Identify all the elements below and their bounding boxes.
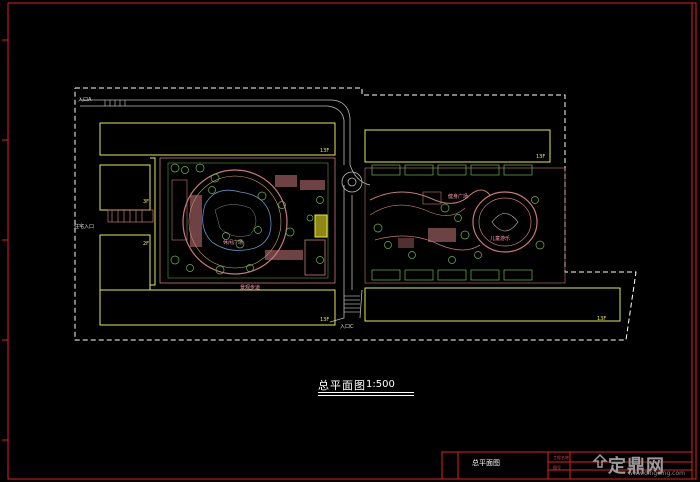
label-floor-13f-a: 13F: [320, 148, 330, 154]
drawing-scale: 1:500: [366, 379, 395, 390]
building-west-bottom: [99, 234, 151, 291]
title-block-drawing-name: 总平面图: [472, 459, 500, 467]
label-floor-13f-b: 13F: [320, 317, 330, 323]
left-margin-ticks: [2, 39, 8, 441]
label-floor-13f-d: 13F: [597, 316, 607, 322]
watermark-logo: 定鼎网: [608, 456, 665, 477]
label-floor-13f-c: 13F: [536, 154, 546, 160]
label-floor-3f: 3F: [143, 199, 150, 205]
label-entrance-c: 入口C: [340, 324, 354, 330]
drawing-title: 总平面图: [318, 379, 366, 392]
title-underline: [318, 392, 414, 393]
title-block: [441, 451, 693, 480]
label-garden-a: 休闲广场: [223, 240, 244, 246]
label-garden-b: 健身广场: [448, 194, 469, 200]
garden-left: [107, 157, 336, 284]
label-entrance-left: 住宅入口: [74, 224, 95, 230]
building-south-left: [99, 289, 336, 326]
title-block-project-label: 工程名称: [553, 455, 569, 460]
road: [80, 99, 371, 323]
building-south-right: [364, 287, 621, 322]
label-floor-2f: 2F: [143, 241, 150, 247]
building-north-left: [99, 122, 336, 156]
label-garden-c: 儿童游乐: [490, 236, 511, 242]
watermark-icon: [592, 453, 608, 468]
label-entrance-a: 入口A: [78, 97, 92, 103]
label-path: 景观步道: [240, 285, 261, 291]
title-underline-thin: [318, 395, 414, 396]
stairs-north: [104, 100, 126, 106]
watermark-url: www.dingding.com: [628, 470, 685, 477]
sheet-border: [7, 2, 697, 480]
stairs-south: [344, 295, 360, 313]
garden-right: [364, 164, 566, 284]
site-boundary: [74, 87, 637, 341]
building-north-right: [364, 129, 551, 163]
buildings: [99, 122, 621, 326]
title-block-row2-label: 图号: [553, 465, 561, 470]
